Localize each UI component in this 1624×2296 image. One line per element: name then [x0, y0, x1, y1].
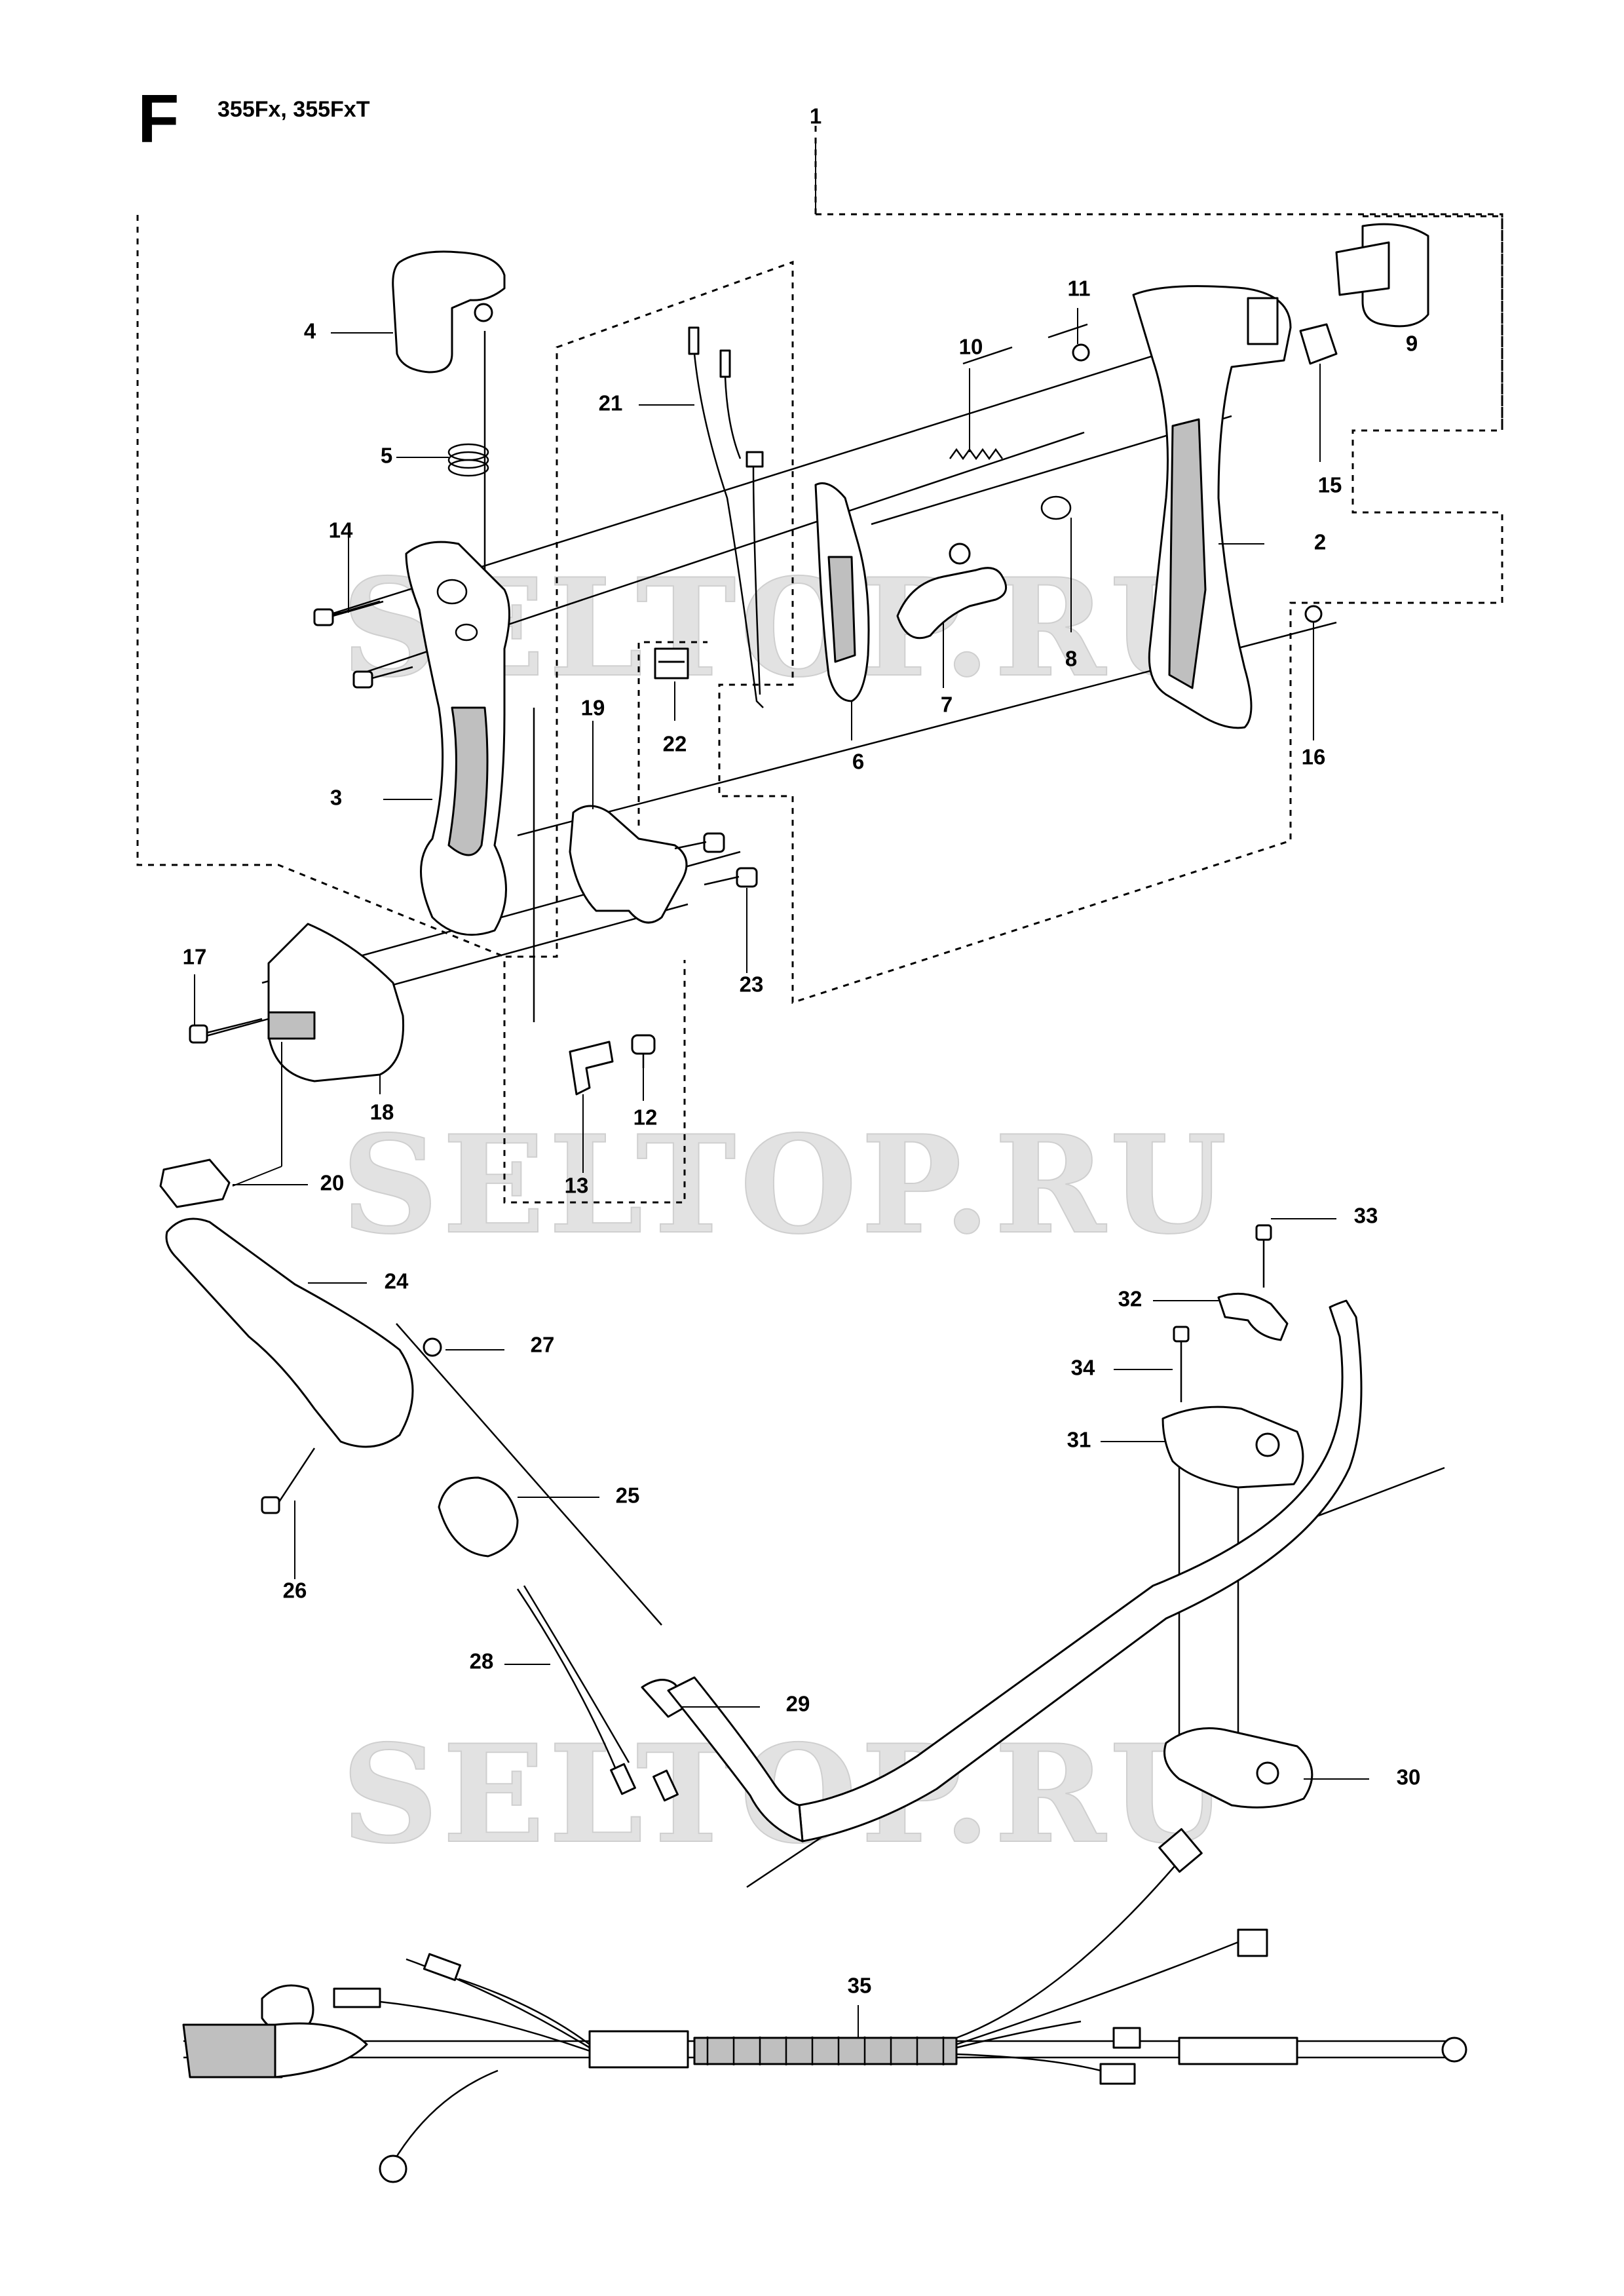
callout-12: 12 — [633, 1105, 658, 1130]
part-9-handle-end — [1335, 223, 1429, 328]
callout-numbers: 1 2 3 4 5 6 7 8 9 10 11 12 13 14 15 16 1… — [183, 104, 1421, 1998]
part-4-throttle-trigger — [392, 250, 506, 373]
part-31-clamp-hole — [1255, 1432, 1280, 1457]
handle-bar-tube-lower — [667, 1676, 804, 1843]
model-names: 355Fx, 355FxT — [217, 97, 370, 122]
callout-9: 9 — [1406, 332, 1418, 356]
callout-13: 13 — [565, 1174, 589, 1198]
part-24-grip — [165, 1217, 414, 1448]
callout-7: 7 — [941, 693, 953, 717]
callout-35: 35 — [848, 1974, 872, 1998]
part-16-nut — [1304, 605, 1323, 623]
callout-32: 32 — [1118, 1287, 1142, 1311]
leader-lines — [194, 138, 1369, 2038]
section-letter: F — [138, 81, 179, 157]
group-boundary-wiring — [637, 641, 708, 826]
part-30-clamp-lower — [1163, 1727, 1313, 1808]
part-15-switch — [1299, 323, 1338, 365]
part-3-handle-half — [405, 541, 510, 936]
part-30-clamp-hole — [1256, 1761, 1279, 1785]
part-10-spring — [949, 448, 1004, 461]
callout-5: 5 — [381, 444, 392, 468]
callout-33: 33 — [1354, 1204, 1378, 1228]
part-23-screws — [674, 832, 758, 888]
part-26-screw — [261, 1447, 316, 1514]
part-21-wire — [688, 326, 764, 708]
callout-19: 19 — [581, 696, 605, 720]
part-20-switch — [159, 1158, 231, 1208]
part-6-grip-plate — [814, 482, 870, 702]
part-8-spring — [1040, 495, 1072, 520]
callout-1: 1 — [810, 104, 821, 128]
callout-4: 4 — [304, 319, 316, 343]
callout-16: 16 — [1302, 745, 1326, 769]
callout-14: 14 — [329, 518, 353, 543]
callout-29: 29 — [786, 1692, 810, 1716]
watermark: SELTOP.RU — [341, 1107, 1231, 1264]
part-34-screw — [1173, 1326, 1190, 1402]
watermark: SELTOP.RU — [341, 1716, 1231, 1873]
callout-8: 8 — [1065, 647, 1077, 671]
part-25-knob — [438, 1476, 519, 1558]
part-2-handle-housing — [1132, 285, 1292, 729]
callout-28: 28 — [470, 1649, 494, 1674]
part-31-clamp-upper — [1161, 1406, 1304, 1489]
callout-27: 27 — [531, 1333, 555, 1357]
part-13-clip — [569, 1041, 614, 1096]
part-5-spring — [447, 443, 489, 477]
part-28-wire — [516, 1585, 679, 1802]
part-11-nut — [1072, 343, 1090, 362]
callout-34: 34 — [1071, 1356, 1095, 1380]
callout-18: 18 — [370, 1100, 394, 1124]
part-33-bolt — [1255, 1224, 1272, 1288]
callout-23: 23 — [740, 972, 764, 997]
part-22-clip — [654, 647, 689, 679]
part-7-lever — [896, 567, 1008, 640]
part-18-switch-opening — [267, 1011, 316, 1040]
part-12-screw — [631, 1034, 656, 1068]
callout-30: 30 — [1397, 1765, 1421, 1789]
callout-26: 26 — [283, 1578, 307, 1603]
callout-31: 31 — [1067, 1428, 1091, 1452]
callout-17: 17 — [183, 945, 207, 969]
part-32-wing-nut — [1217, 1292, 1289, 1341]
callout-20: 20 — [320, 1171, 345, 1195]
handle-bar-tube — [798, 1299, 1363, 1843]
part-7-lever-pin — [949, 543, 971, 565]
leader-20-connector — [232, 1166, 282, 1187]
callout-2: 2 — [1314, 530, 1326, 554]
callout-25: 25 — [616, 1483, 640, 1508]
callout-15: 15 — [1318, 473, 1342, 497]
part-27-nut — [423, 1337, 442, 1357]
wiring-harness-ribs — [706, 2037, 945, 2065]
part-19-bracket — [569, 805, 688, 924]
part-35-wiring-harness — [182, 1827, 1467, 2183]
callout-3: 3 — [330, 786, 342, 810]
part-18-handle-cover — [267, 923, 405, 1082]
callout-10: 10 — [959, 335, 983, 359]
callout-11: 11 — [1068, 277, 1091, 301]
part-17-screw — [189, 1018, 263, 1044]
callout-6: 6 — [852, 750, 864, 774]
part-14-screws — [313, 600, 413, 689]
callout-22: 22 — [663, 732, 687, 756]
callout-24: 24 — [385, 1269, 409, 1293]
callout-21: 21 — [599, 391, 623, 415]
